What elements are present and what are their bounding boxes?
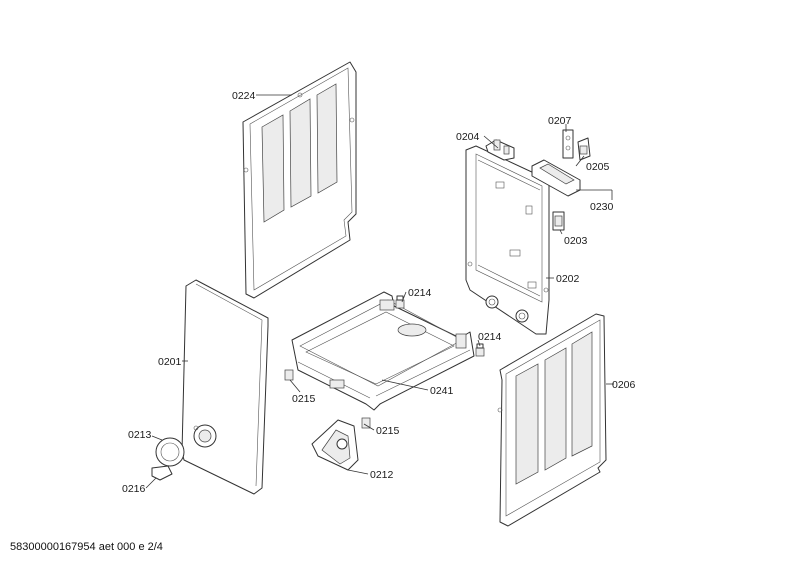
label-0241: 0241: [430, 385, 454, 397]
label-0215-a: 0215: [292, 393, 316, 405]
part-0215-foot-a[interactable]: [284, 369, 294, 381]
label-0216: 0216: [122, 483, 146, 495]
leader-lines: [145, 94, 614, 489]
part-0203-filter[interactable]: [552, 211, 565, 231]
label-0207: 0207: [548, 115, 572, 127]
part-0205-switch[interactable]: [577, 137, 591, 161]
label-0204: 0204: [456, 131, 480, 143]
part-labels: 0224 0204 0207 0205 0230 0203 0202 0214 …: [122, 90, 636, 495]
label-0214-b: 0214: [478, 331, 502, 343]
document-footer: 58300000167954 aet 000 e 2/4: [10, 541, 163, 553]
part-0206-side-panel[interactable]: [497, 313, 607, 527]
part-0216-clip[interactable]: [151, 465, 173, 481]
part-0241-base-frame[interactable]: [291, 291, 475, 411]
part-0214-foot-a[interactable]: [395, 295, 405, 309]
label-0202: 0202: [556, 273, 580, 285]
label-0212: 0212: [370, 469, 394, 481]
part-0207-connector-plate[interactable]: [562, 129, 574, 159]
label-0205: 0205: [586, 161, 610, 173]
label-0213: 0213: [128, 429, 152, 441]
part-0224-back-panel[interactable]: [242, 61, 357, 299]
part-0204-bracket[interactable]: [485, 139, 515, 161]
part-0202-rear-frame[interactable]: [465, 145, 550, 335]
label-0206: 0206: [612, 379, 636, 391]
part-0212-pump-housing[interactable]: [311, 419, 359, 471]
label-0224: 0224: [232, 90, 256, 102]
label-0215-b: 0215: [376, 425, 400, 437]
part-0201-side-panel[interactable]: [181, 279, 269, 495]
label-0214-a: 0214: [408, 287, 432, 299]
label-0203: 0203: [564, 235, 588, 247]
part-0215-foot-b[interactable]: [361, 417, 371, 429]
part-0213-service-flap[interactable]: [155, 437, 185, 467]
label-0201: 0201: [158, 356, 182, 368]
label-0230: 0230: [590, 201, 614, 213]
